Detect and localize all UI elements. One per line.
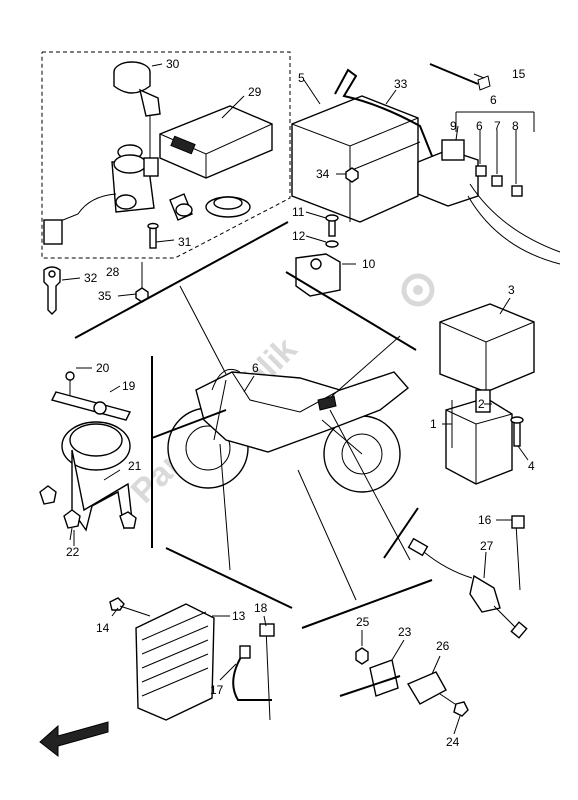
fuse-7-part (475, 165, 487, 177)
rectifier-part (135, 603, 215, 721)
callout-5: 5 (298, 71, 305, 85)
bracket-24-part (369, 659, 399, 697)
gear-watermark-icon (401, 273, 435, 307)
callout-29: 28 (106, 265, 120, 279)
callout-31: 30 (166, 57, 180, 71)
callout-20: 19 (122, 379, 136, 393)
band-18-part (232, 651, 272, 701)
callout-19: 18 (254, 601, 268, 615)
callout-21: 20 (96, 361, 110, 375)
callout-32: 31 (178, 235, 192, 249)
nut-26-part (355, 647, 369, 665)
starter-relay-group (439, 303, 535, 485)
callout-24: 23 (398, 625, 412, 639)
callout-leaders (61, 63, 529, 735)
callout-14: 13 (232, 609, 246, 623)
forward-direction-arrow-icon (39, 721, 109, 758)
horn-bracket-part (50, 391, 132, 421)
callout-6-bike: 6 (252, 361, 259, 375)
screw-32-part (147, 222, 159, 249)
ecu-part (159, 105, 273, 179)
bolt-23-part (63, 509, 81, 541)
ignition-cap-part (113, 61, 161, 160)
callout-27: 26 (436, 639, 450, 653)
connector-part (407, 537, 429, 557)
screw-21-part (65, 371, 75, 381)
callout-26: 25 (356, 615, 370, 629)
nut-13-part (325, 240, 339, 248)
horn-group (39, 371, 137, 541)
sensor-28-group (407, 515, 528, 639)
callout-labels: 30 29 31 32 28 35 5 33 15 6 9 6 7 8 34 1… (66, 57, 535, 749)
callout-15: 14 (96, 621, 110, 635)
leader-lines (74, 221, 433, 629)
callout-30: 29 (248, 85, 262, 99)
battery-group (291, 68, 433, 297)
rectifier-group (109, 597, 275, 721)
bolt-15-part (109, 597, 151, 617)
callout-23: 22 (66, 545, 80, 559)
bolt-4-part (510, 416, 524, 447)
callout-2: 2 (478, 397, 485, 411)
relay-cover-part (439, 303, 535, 393)
fuse-9-part (511, 185, 523, 197)
callout-28: 27 (480, 539, 494, 553)
plate-27-part (406, 671, 447, 705)
ignition-group (41, 51, 291, 315)
horn-part (61, 401, 131, 471)
callout-33: 32 (84, 271, 98, 285)
callout-17: 16 (478, 513, 492, 527)
screw-35-part (345, 167, 359, 183)
strap-16-part (429, 63, 479, 85)
fuse-2-part (475, 389, 491, 413)
fuse-8-part (491, 175, 503, 187)
callout-8: 7 (494, 119, 501, 133)
callout-35: 34 (316, 167, 330, 181)
bolt-12-part (325, 214, 339, 237)
bolt-25-part (439, 693, 469, 717)
callout-11: 10 (362, 257, 376, 271)
callout-12: 11 (292, 205, 305, 219)
motorcycle-illustration (167, 368, 410, 493)
key-part (43, 266, 61, 315)
bolt-36-part (135, 262, 149, 303)
ignition-switch-part (43, 144, 159, 245)
callout-6-top: 6 (490, 93, 497, 107)
relay-11-part (295, 253, 341, 297)
sensor-28-part (469, 574, 501, 613)
callout-3: 3 (508, 283, 515, 297)
tie-17-part (515, 523, 521, 591)
tie-19-part (265, 627, 271, 721)
callout-34: 33 (394, 77, 408, 91)
callout-10: 9 (450, 119, 457, 133)
fuse-10-part (441, 139, 465, 161)
callout-25: 24 (446, 735, 460, 749)
callout-22: 21 (128, 459, 142, 473)
callout-1: 1 (430, 417, 437, 431)
callout-7: 6 (476, 119, 483, 133)
callout-18: 17 (210, 683, 224, 697)
callout-16: 15 (512, 67, 526, 81)
ignition-group-dashed-border (41, 51, 291, 259)
callout-4: 4 (528, 459, 535, 473)
callout-36: 35 (98, 289, 112, 303)
lock-cylinder-parts (169, 193, 251, 221)
callout-13: 12 (292, 229, 306, 243)
battery-band-part (334, 68, 433, 157)
fusebox-group (417, 63, 561, 265)
sensor-bracket-group (339, 647, 469, 717)
callout-9: 8 (512, 119, 519, 133)
battery-part (291, 95, 419, 223)
